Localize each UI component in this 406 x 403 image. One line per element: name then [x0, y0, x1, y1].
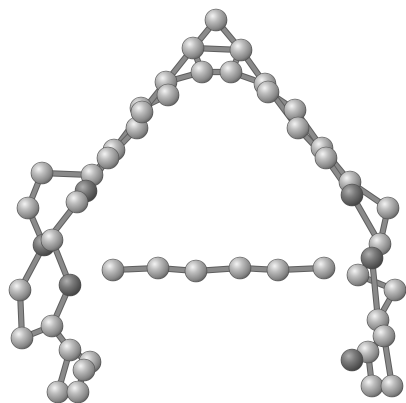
atom: [16, 196, 40, 220]
atom: [229, 38, 253, 62]
atom: [184, 259, 208, 283]
atom: [286, 116, 310, 140]
atom: [46, 380, 70, 403]
atom: [219, 60, 243, 84]
atom: [65, 190, 89, 214]
atom: [181, 36, 205, 60]
atom: [72, 358, 96, 382]
atom: [146, 256, 170, 280]
atom: [376, 196, 400, 220]
atom: [8, 278, 32, 302]
atom: [30, 161, 54, 185]
atom: [360, 246, 384, 270]
atom: [372, 324, 396, 348]
atom: [360, 374, 384, 398]
atom: [204, 8, 228, 32]
atom: [340, 348, 364, 372]
atom-layer: [8, 8, 406, 403]
atom: [380, 374, 404, 398]
atom: [190, 60, 214, 84]
atom: [156, 83, 180, 107]
atom: [340, 183, 364, 207]
atom: [66, 380, 90, 403]
atom: [228, 256, 252, 280]
atom: [58, 338, 82, 362]
atom: [383, 278, 406, 302]
atom: [256, 80, 280, 104]
atom: [96, 146, 120, 170]
atom: [40, 228, 64, 252]
atom: [40, 314, 64, 338]
atom: [346, 263, 370, 287]
atom: [130, 100, 154, 124]
atom: [266, 258, 290, 282]
atom: [10, 326, 34, 350]
atom: [101, 258, 125, 282]
atom: [312, 256, 336, 280]
atom: [314, 146, 338, 170]
atom: [58, 273, 82, 297]
